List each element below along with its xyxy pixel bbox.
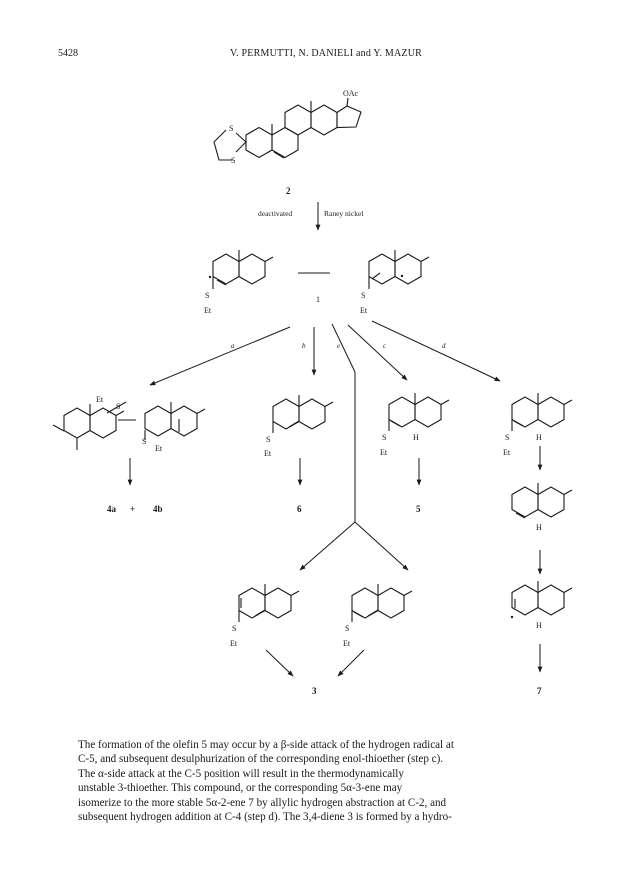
s-label: S [266, 435, 270, 444]
dimer-left-structure [63, 403, 125, 439]
deactivated-label: deactivated [258, 209, 292, 218]
paragraph-line: C-5, and subsequent desulphurization of … [78, 753, 444, 766]
raney-nickel-label: Raney nickel [324, 209, 363, 218]
step-e-label: e [337, 342, 340, 350]
body-paragraph: The formation of the olefin 5 may occur … [78, 738, 556, 824]
dimer-right-structure [144, 401, 206, 437]
paragraph-line: The α-side attack at the C-5 position wi… [78, 767, 404, 780]
page-number: 5428 [58, 48, 78, 59]
s-label: S [116, 402, 120, 411]
oac-label: OAc [343, 89, 359, 98]
h-label: H [536, 621, 542, 630]
paragraph-line: isomerize to the more stable 5α-2-ene 7 … [78, 796, 447, 809]
alkene-5a3ene-structure [511, 482, 573, 518]
diene-right-structure [351, 583, 413, 619]
et-label: Et [360, 306, 368, 315]
step-e-line [331, 323, 356, 373]
et-label: Et [264, 449, 272, 458]
step-b-label: b [302, 342, 306, 350]
s-label: S [229, 124, 233, 133]
s-label: S [205, 291, 209, 300]
paragraph-line: The formation of the olefin 5 may occur … [78, 739, 454, 751]
diene-left-structure [238, 583, 300, 619]
running-header-authors: V. PERMUTTI, N. DANIELI and Y. MAZUR [230, 48, 423, 59]
step-d-label: d [442, 342, 446, 350]
et-label: Et [343, 639, 351, 648]
product-4a-label: 4a [107, 504, 117, 514]
compound-1-label: 1 [316, 295, 320, 304]
step-d-arrow [371, 320, 501, 382]
s-label: S [345, 624, 349, 633]
s-label: S [382, 433, 386, 442]
h-label: H [536, 433, 542, 442]
product-4b-label: 4b [153, 504, 163, 514]
product-3-label: 3 [312, 686, 317, 696]
reaction-scheme: OAc S S 2 deactivated Raney nickel S Et … [52, 89, 573, 696]
intermediate-6-structure [272, 394, 334, 430]
et-label: Et [380, 448, 388, 457]
product-5-label: 5 [416, 504, 421, 514]
et-label: Et [96, 395, 104, 404]
compound-2-label: 2 [286, 186, 291, 196]
paragraph-line: subsequent hydrogen addition at C-4 (ste… [78, 811, 452, 824]
alkene-5a2ene-structure [511, 580, 573, 616]
intermediate-5-structure [388, 392, 450, 428]
s-label: S [505, 433, 509, 442]
s-label: S [142, 437, 146, 446]
s-label: S [231, 156, 235, 165]
intermediate-d-structure [511, 392, 573, 428]
et-label: Et [230, 639, 238, 648]
product-6-label: 6 [297, 504, 302, 514]
paragraph-line: unstable 3-thioether. This compound, or … [78, 782, 403, 795]
et-label: Et [503, 448, 511, 457]
plus-sign: + [130, 504, 135, 514]
compound-2-structure [213, 97, 362, 161]
step-a-label: a [231, 342, 235, 350]
h-label: H [536, 523, 542, 532]
radical-right-structure [368, 249, 430, 285]
h-label: H [413, 433, 419, 442]
s-label: S [232, 624, 236, 633]
step-c-label: c [383, 342, 387, 350]
et-label: Et [155, 444, 163, 453]
et-label: Et [204, 306, 212, 315]
step-c-arrow [347, 324, 408, 381]
step-a-arrow [149, 326, 291, 386]
product-7-label: 7 [537, 686, 542, 696]
s-label: S [361, 291, 365, 300]
radical-left-structure [212, 249, 274, 285]
